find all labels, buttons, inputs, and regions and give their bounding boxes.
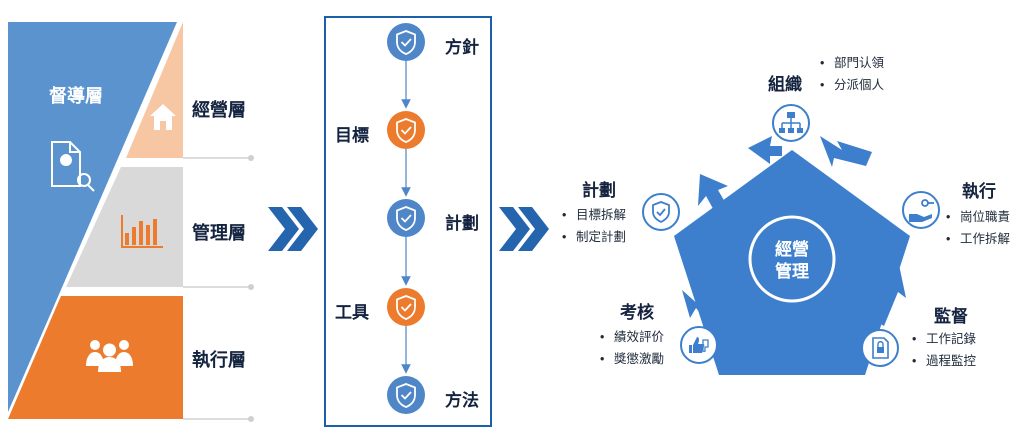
list-item: 制定計劃: [562, 226, 626, 248]
core-line-1: 經營: [775, 239, 809, 259]
shield-check-icon: [642, 193, 680, 231]
list-item: 過程監控: [912, 350, 976, 372]
step-5-node: [387, 376, 425, 414]
management-cycle: 經營 管理: [642, 104, 940, 375]
step-policy-label: 方針: [445, 38, 479, 57]
step-plan-label: 計劃: [445, 214, 479, 233]
tier-pyramid: [8, 22, 254, 422]
tier-supervision-band: [8, 22, 177, 412]
stage-monitoring-title: 監督: [934, 307, 968, 326]
management-connector-dot: [248, 284, 254, 290]
people-group-icon: [86, 340, 133, 372]
stage-planning-items: 目標拆解 制定計劃: [562, 204, 626, 248]
stage-execution-items: 崗位職責 工作拆解: [946, 206, 1010, 250]
step-goal-label: 目標: [335, 126, 369, 145]
tier-supervision-label: 督導層: [49, 86, 103, 106]
step-tool-label: 工具: [335, 303, 369, 322]
thumbs-icon: [680, 326, 718, 364]
stage-monitoring-items: 工作記錄 過程監控: [912, 328, 976, 372]
stage-evaluation-title: 考核: [620, 303, 654, 322]
list-item: 工作拆解: [946, 228, 1010, 250]
process-flow: [324, 16, 492, 427]
stage-planning-title: 計劃: [582, 181, 616, 200]
step-1-node: [387, 23, 425, 61]
cycle-arrow-org-to-exec: [820, 136, 872, 167]
stage-organization-items: 部門认領 分派個人: [820, 52, 884, 96]
tier-management-band: [66, 167, 183, 287]
stage-evaluation-items: 績效評价 獎懲激勵: [600, 326, 664, 370]
list-item: 工作記錄: [912, 328, 976, 350]
stage-organization-title: 組織: [768, 75, 802, 94]
stage-execution-title: 執行: [962, 182, 996, 201]
tier-execution-label: 執行層: [192, 350, 246, 370]
org-chart-icon: [772, 104, 810, 142]
step-3-node: [387, 199, 425, 237]
step-2-node: [387, 111, 425, 149]
hand-key-icon: [902, 191, 940, 229]
core-line-2: 管理: [775, 261, 809, 281]
chevron-right-icon: [268, 207, 318, 251]
document-lock-icon: [861, 329, 899, 367]
house-icon: [150, 104, 176, 130]
bar-chart-icon: [121, 215, 163, 248]
list-item: 績效評价: [600, 326, 664, 348]
step-method-label: 方法: [445, 391, 479, 410]
cycle-arrow-inner: [748, 136, 782, 164]
list-item: 目標拆解: [562, 204, 626, 226]
operation-connector-dot: [248, 155, 254, 161]
tier-management-label: 管理層: [192, 223, 246, 243]
step-4-node: [387, 288, 425, 326]
execution-connector-dot: [248, 416, 254, 422]
process-frame: [324, 16, 492, 427]
list-item: 獎懲激勵: [600, 348, 664, 370]
list-item: 部門认領: [820, 52, 884, 74]
list-item: 分派個人: [820, 74, 884, 96]
list-item: 崗位職責: [946, 206, 1010, 228]
tier-operation-label: 經營層: [192, 100, 246, 120]
core-ring: [748, 215, 836, 303]
chevron-right-icon-2: [499, 207, 549, 251]
core-pentagon: [674, 150, 910, 375]
document-search-icon: [51, 141, 95, 192]
